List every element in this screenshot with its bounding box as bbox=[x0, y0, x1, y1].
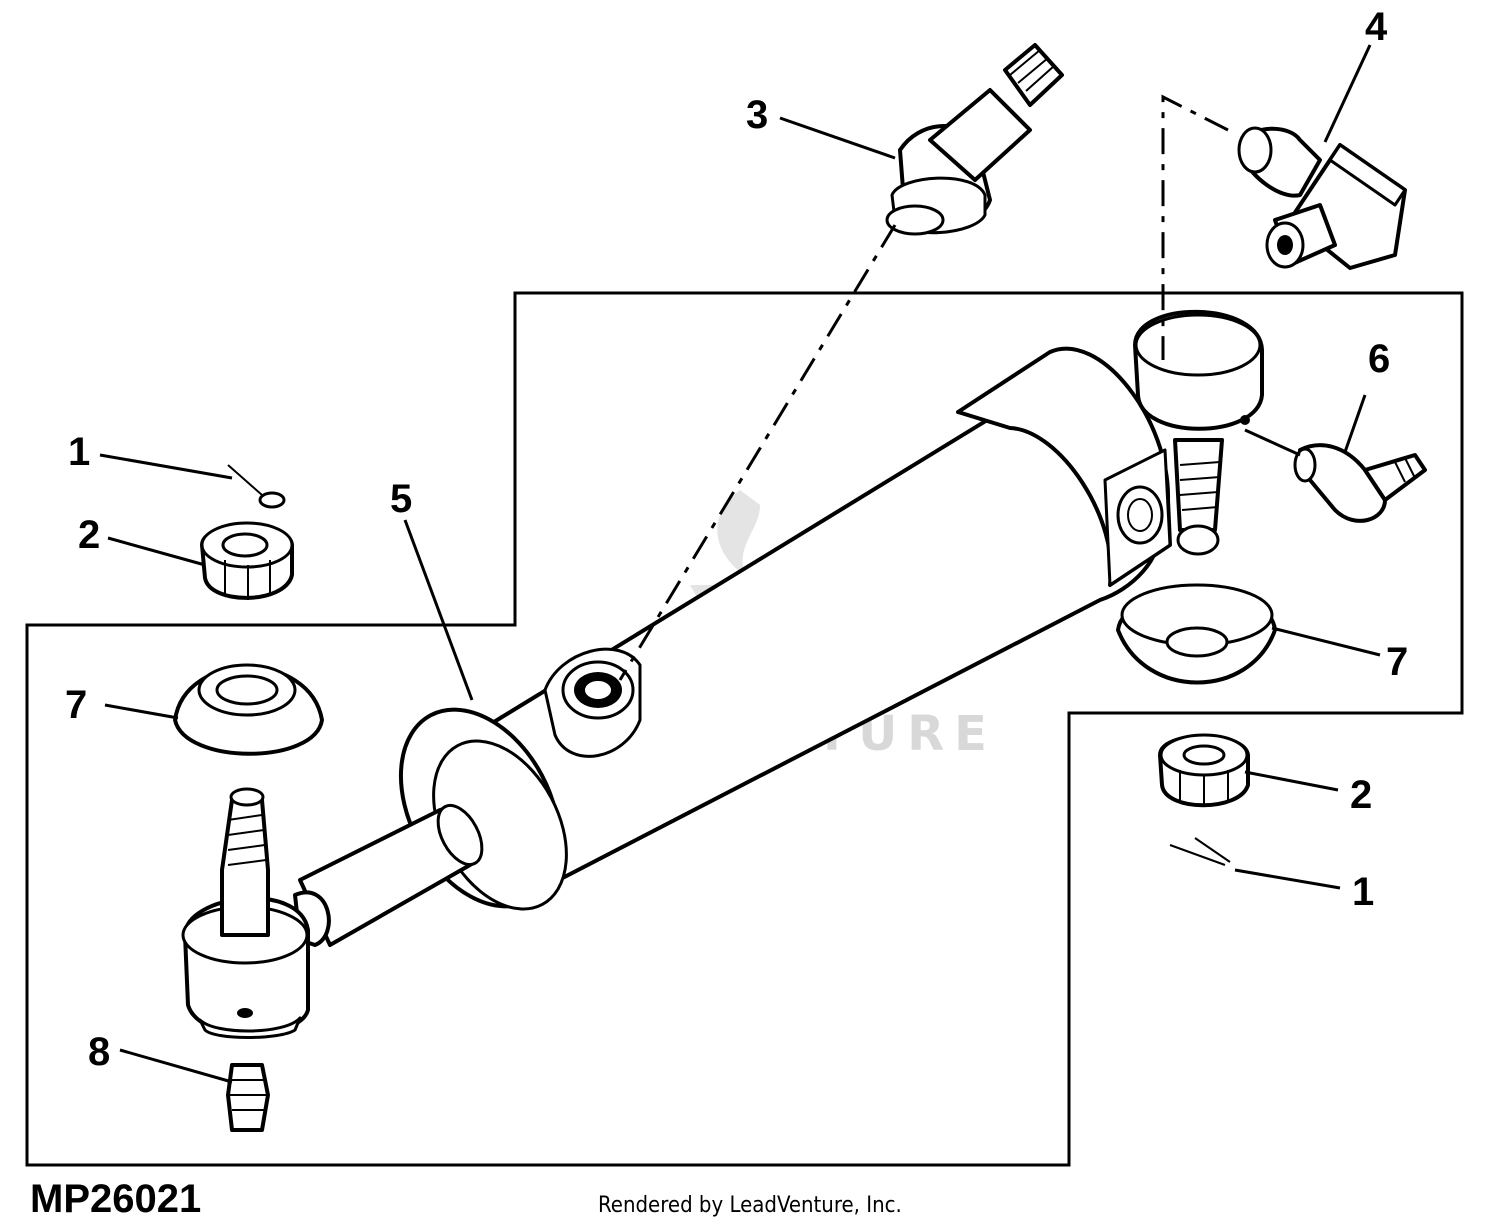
assembly-line-fitting-4 bbox=[1161, 94, 1229, 360]
part-8-grease-fitting bbox=[226, 1063, 270, 1132]
callout-8: 8 bbox=[88, 1030, 110, 1074]
ball-joint-left bbox=[181, 787, 331, 1039]
part-4-elbow-fitting bbox=[1237, 126, 1407, 270]
callout-2-left: 2 bbox=[78, 513, 100, 557]
part-1-cotter-pin-right bbox=[1169, 837, 1231, 866]
render-credit: Rendered by LeadVenture, Inc. bbox=[598, 1193, 902, 1218]
piston-rod bbox=[298, 804, 484, 947]
callout-2-right: 2 bbox=[1350, 773, 1372, 817]
part-3-hose-fitting bbox=[885, 43, 1064, 236]
assembly-boundary bbox=[25, 291, 1464, 1167]
ball-joint-right bbox=[1133, 309, 1264, 556]
callout-4: 4 bbox=[1365, 5, 1388, 49]
callout-7-right: 7 bbox=[1386, 640, 1408, 684]
callouts: 1 2 3 4 5 6 7 8 7 2 1 bbox=[65, 5, 1408, 1074]
callout-6: 6 bbox=[1368, 337, 1390, 381]
callout-5: 5 bbox=[390, 477, 412, 521]
part-7-boot-left bbox=[173, 663, 324, 756]
part-7-boot-right bbox=[1116, 583, 1277, 685]
callout-1-right: 1 bbox=[1352, 870, 1374, 914]
figure-id: MP26021 bbox=[30, 1177, 201, 1221]
part-1-cotter-pin-left bbox=[227, 464, 286, 509]
leader-lines bbox=[99, 44, 1381, 1084]
part-6-grease-elbow bbox=[1293, 443, 1427, 523]
callout-1-left: 1 bbox=[68, 430, 90, 474]
callout-3: 3 bbox=[746, 93, 768, 137]
part-2-nut-left bbox=[200, 521, 294, 600]
steering-cylinder bbox=[398, 346, 1172, 911]
part-2-nut-right bbox=[1158, 733, 1250, 808]
assembly-line-port-3 bbox=[618, 224, 897, 681]
callout-7-left: 7 bbox=[65, 683, 87, 727]
